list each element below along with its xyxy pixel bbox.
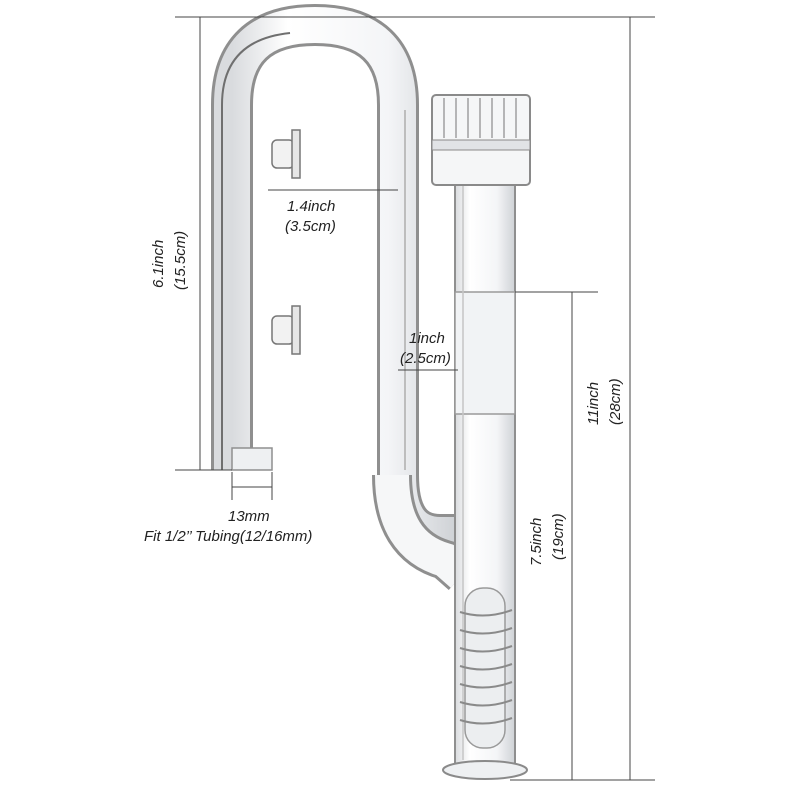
outlet-end — [231, 447, 273, 471]
intake-slots — [459, 587, 513, 749]
overall-length-label-cm: (28cm) — [607, 378, 624, 425]
intake-tube — [431, 94, 531, 780]
u-width-label-cm: (3.5cm) — [285, 218, 336, 235]
dimension-lines — [175, 16, 655, 781]
lower-length-label-cm: (19cm) — [550, 513, 567, 560]
suction-cup-upper — [271, 129, 301, 179]
tube-diameter-label-cm: (2.5cm) — [400, 350, 451, 367]
tube-base — [442, 760, 528, 780]
suction-cup-lower — [271, 305, 301, 355]
u-width-label-in: 1.4inch — [287, 198, 336, 215]
outlet-diameter-label: 13mm — [228, 508, 270, 525]
total-height-label-in: 6.1inch — [150, 239, 167, 288]
u-tube — [211, 3, 476, 590]
tubing-fit-label: Fit 1/2’’ Tubing(12/16mm) — [144, 528, 313, 545]
overall-length-label-in: 11inch — [585, 381, 602, 425]
lower-length-label-in: 7.5inch — [528, 517, 545, 566]
tube-diameter-label-in: 1inch — [409, 330, 445, 347]
total-height-label-cm: (15.5cm) — [172, 230, 189, 290]
